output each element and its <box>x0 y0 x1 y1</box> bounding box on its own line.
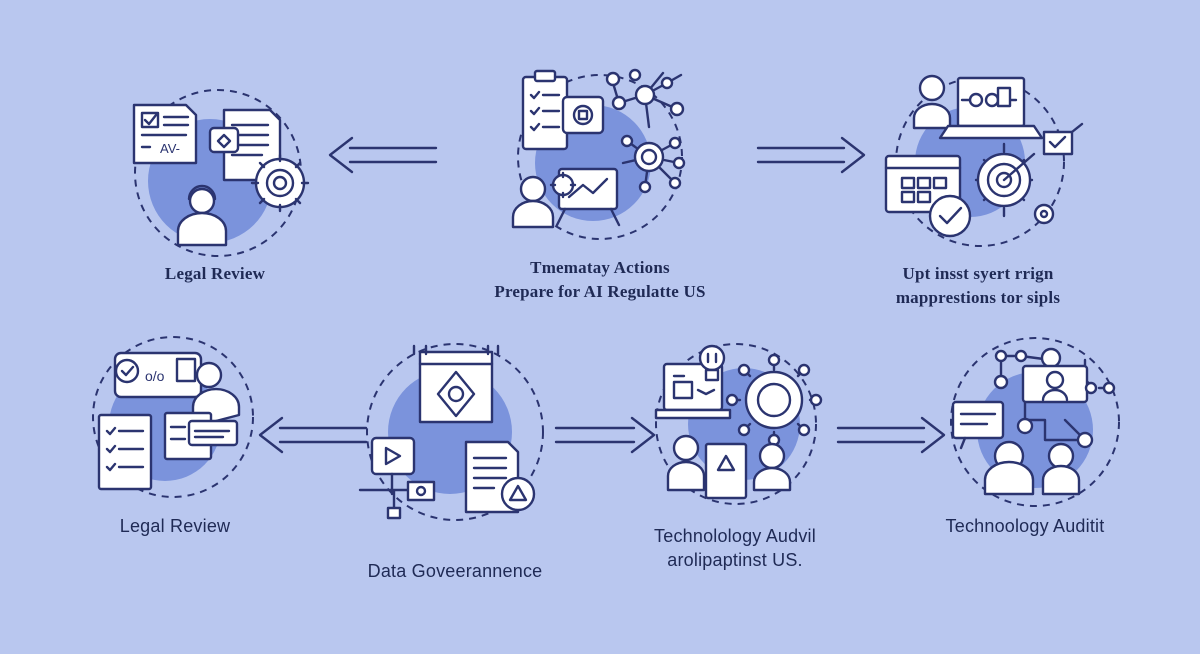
system-mapping-label: Upt insst syert rrign mapprestions tor s… <box>858 262 1098 310</box>
data-governance-label: Data Goveerannence <box>367 561 543 581</box>
data-governance-node <box>350 340 560 530</box>
screen-icon <box>561 95 605 135</box>
technology-audit-node-1 <box>650 340 825 510</box>
arrow-right-bottom-1 <box>550 410 660 465</box>
document-icon <box>208 108 282 182</box>
network-nodes-icon <box>605 68 685 129</box>
lightbulb-icon <box>698 344 726 382</box>
arrow-left-top <box>322 130 442 185</box>
person-icon <box>912 74 952 130</box>
gear-icon <box>620 134 686 194</box>
system-mapping-label-line1: Upt insst syert rrign <box>902 264 1054 283</box>
arrow-right-top <box>752 130 872 185</box>
laptop-icon <box>938 76 1044 140</box>
ai-regulation-label: Tmematay Actions Prepare for AI Regulatt… <box>470 256 730 304</box>
ai-regulation-label-line1: Tmematay Actions <box>530 258 670 277</box>
network-nodes-icon <box>993 347 1116 449</box>
target-gear-icon <box>974 142 1055 225</box>
check-circle-icon <box>928 194 972 238</box>
arrow-left-bottom <box>252 410 372 465</box>
technology-audit-label-1: Technolology Audvil arolipaptinst US. <box>630 524 840 572</box>
video-play-icon <box>358 436 436 520</box>
legal-review-label-top: Legal Review <box>164 264 266 283</box>
ai-regulation-node <box>505 65 705 245</box>
document-icon <box>163 411 239 461</box>
technology-audit-label-1-line2: arolipaptinst US. <box>667 550 803 570</box>
technology-audit-label-1-line1: Technolology Audvil <box>654 526 816 546</box>
clipboard-icon <box>521 69 569 151</box>
person-icon <box>511 175 555 229</box>
system-mapping-node <box>880 70 1090 250</box>
svg-text:o/o: o/o <box>145 368 165 384</box>
legal-review-label-bottom: Legal Review <box>119 516 231 536</box>
chat-bubble-icon <box>951 400 1005 450</box>
chat-bubble-icon: o/o <box>113 351 203 399</box>
svg-text:AV-: AV- <box>160 141 180 156</box>
presentation-icon <box>549 167 621 227</box>
checklist-icon <box>97 413 153 491</box>
technology-audit-node-2 <box>945 330 1125 510</box>
person-headset-icon <box>176 184 228 247</box>
presentation-icon <box>1021 364 1098 404</box>
legal-review-node-top: AV- <box>120 89 320 257</box>
document-check-icon: AV- <box>132 103 198 165</box>
technology-audit-label-2: Technoology Auditit <box>945 516 1105 536</box>
people-icon <box>983 440 1081 496</box>
gear-icon <box>725 353 823 447</box>
checkmark-icon <box>1042 122 1084 156</box>
warning-triangle-icon <box>500 476 536 512</box>
target-gear-icon <box>250 153 310 213</box>
people-icon <box>666 434 792 500</box>
system-mapping-label-line2: mapprestions tor sipls <box>895 288 1061 307</box>
frame-compass-icon <box>412 344 500 424</box>
ai-regulation-label-line2: Prepare for AI Regulatte US <box>494 282 706 301</box>
arrow-right-bottom-2 <box>832 410 952 465</box>
legal-review-node-bottom: o/o <box>85 335 265 505</box>
